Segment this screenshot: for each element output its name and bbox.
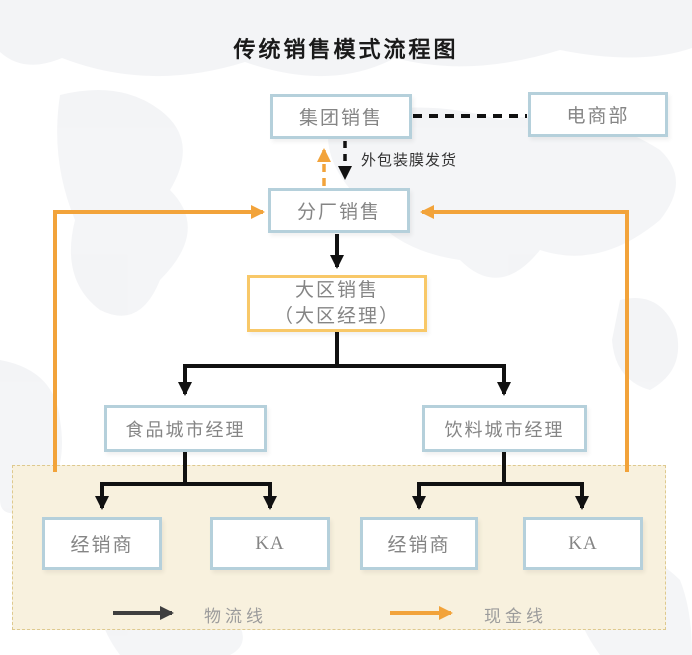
- cash-line-left: [53, 205, 265, 472]
- node-ecommerce-dept: 电商部: [528, 92, 668, 137]
- node-region-sales: 大区销售 （大区经理）: [247, 275, 427, 332]
- node-ecommerce-dept-label: 电商部: [566, 106, 630, 127]
- node-distributor-left-label: 经销商: [70, 535, 134, 556]
- tree-beverage-to-dealers: [412, 452, 589, 510]
- node-group-sales-label: 集团销售: [298, 108, 383, 129]
- legend-cash-label: 现金线: [484, 607, 547, 626]
- node-beverage-city-manager-label: 饮料城市经理: [444, 419, 565, 440]
- node-distributor-right: 经销商: [360, 517, 478, 570]
- node-ka-right-label: KA: [568, 532, 598, 554]
- page-title: 传统销售模式流程图: [233, 37, 459, 62]
- tree-food-to-dealers: [95, 452, 277, 510]
- node-ka-left-label: KA: [255, 532, 285, 554]
- node-food-city-manager-label: 食品城市经理: [125, 419, 246, 440]
- node-region-sales-label: 大区销售 （大区经理）: [274, 278, 400, 329]
- legend-logistics-label: 物流线: [204, 607, 267, 626]
- node-distributor-right-label: 经销商: [387, 535, 451, 556]
- node-beverage-city-manager: 饮料城市经理: [422, 405, 587, 452]
- node-group-sales: 集团销售: [270, 94, 412, 139]
- tree-region-to-managers: [178, 332, 511, 396]
- node-ka-left: KA: [210, 517, 330, 570]
- node-branch-sales-label: 分厂销售: [296, 202, 381, 223]
- edge-label-packaging-shipment: 外包装膜发货: [361, 153, 458, 169]
- node-food-city-manager: 食品城市经理: [104, 405, 267, 452]
- node-branch-sales: 分厂销售: [268, 188, 410, 233]
- region-sales-line1: 大区销售: [294, 279, 379, 301]
- node-ka-right: KA: [523, 517, 643, 570]
- cash-line-right: [420, 205, 629, 472]
- node-distributor-left: 经销商: [42, 517, 162, 570]
- region-sales-line2: （大区经理）: [273, 305, 400, 327]
